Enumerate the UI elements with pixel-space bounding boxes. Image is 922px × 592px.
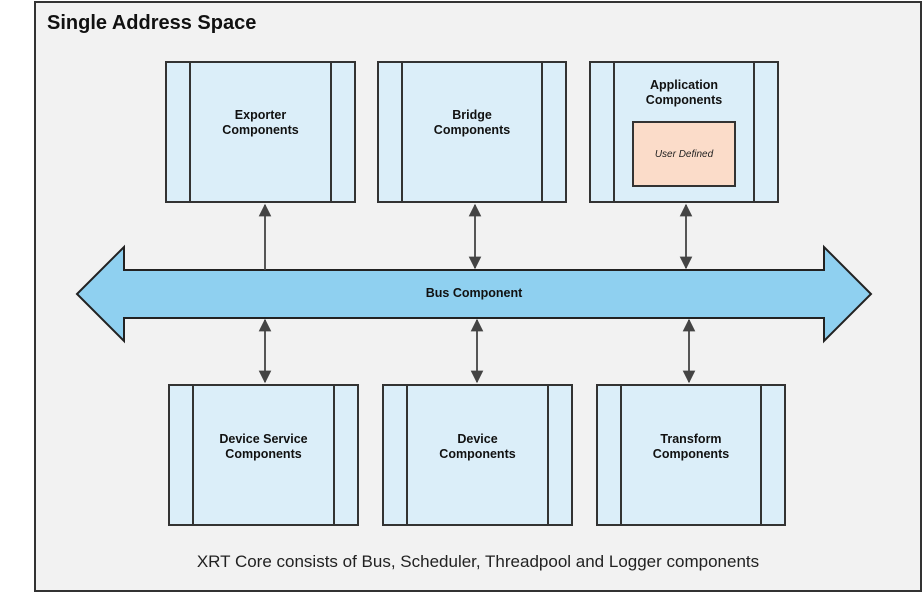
transform-components-label: Transform Components	[652, 432, 730, 461]
application-components-label: Application Components	[645, 78, 723, 107]
transform-components-box: Transform Components	[596, 384, 786, 526]
bridge-components-label: Bridge Components	[433, 108, 511, 137]
caption: XRT Core consists of Bus, Scheduler, Thr…	[196, 552, 760, 571]
user-defined-box: User Defined	[632, 121, 736, 187]
bus-arrow	[75, 244, 873, 344]
device-components-label: Device Components	[439, 432, 516, 461]
bus-label: Bus Component	[425, 286, 523, 300]
exporter-components-label: Exporter Components	[222, 108, 299, 137]
bridge-components-box: Bridge Components	[377, 61, 567, 203]
application-components-box: Application Components User Defined	[589, 61, 779, 203]
device-service-components-label: Device Service Components	[219, 432, 308, 461]
diagram-title: Single Address Space	[47, 12, 257, 34]
device-components-box: Device Components	[382, 384, 573, 526]
exporter-components-box: Exporter Components	[165, 61, 356, 203]
device-service-components-box: Device Service Components	[168, 384, 359, 526]
